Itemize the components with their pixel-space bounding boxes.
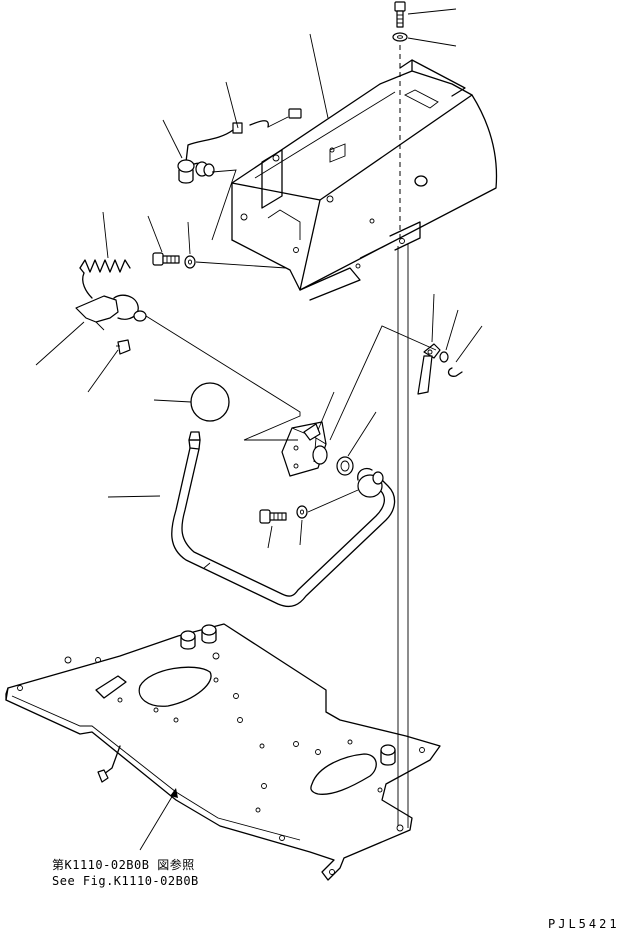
reference-note-japanese: 第K1110-02B0B 図参照 bbox=[52, 858, 195, 872]
leader-handle-rod bbox=[107, 495, 161, 498]
leader-harness bbox=[225, 81, 239, 129]
washer-middle bbox=[184, 255, 196, 269]
leader-washer-lower bbox=[299, 519, 303, 546]
clip-right bbox=[447, 367, 463, 377]
leader-bolt-middle bbox=[147, 215, 163, 253]
top-washer bbox=[392, 32, 408, 42]
washer-lower bbox=[296, 505, 308, 519]
washer-right bbox=[439, 351, 449, 363]
reference-leader bbox=[139, 788, 178, 851]
guide-washer-bracket bbox=[195, 261, 287, 269]
pin bbox=[116, 339, 131, 355]
lever-arm bbox=[75, 294, 301, 441]
leader-bolt-lower bbox=[267, 525, 273, 549]
leader-bulb bbox=[162, 119, 183, 159]
leader-clip-right bbox=[455, 325, 483, 363]
leader-lever-arm bbox=[35, 321, 85, 366]
floor-plate bbox=[5, 623, 441, 881]
leader-collar bbox=[347, 411, 377, 457]
switch-body bbox=[244, 421, 328, 477]
leader-washer-middle bbox=[187, 221, 191, 255]
top-bolt bbox=[394, 1, 406, 28]
bolt-middle bbox=[152, 252, 180, 266]
leader-knob bbox=[153, 399, 192, 403]
knob-ball bbox=[190, 382, 230, 422]
leader-spring bbox=[102, 211, 109, 259]
leader-limit-lever bbox=[431, 293, 435, 343]
leader-top-bolt bbox=[407, 8, 457, 15]
collar bbox=[336, 456, 354, 476]
guide-washer-clamp bbox=[307, 489, 359, 513]
spring bbox=[79, 259, 131, 299]
leader-switch-body bbox=[317, 391, 335, 431]
drawing-code: PJL5421 bbox=[548, 917, 620, 931]
leader-pin bbox=[87, 349, 119, 393]
reference-note-english: See Fig.K1110-02B0B bbox=[52, 874, 199, 888]
harness-connector bbox=[177, 108, 302, 241]
leader-washer-right bbox=[445, 309, 459, 351]
limit-lever bbox=[329, 325, 441, 441]
leader-top-washer bbox=[407, 37, 457, 47]
handle-rod bbox=[171, 431, 396, 608]
leader-main-bracket bbox=[309, 33, 329, 119]
bolt-lower bbox=[259, 509, 287, 524]
main-bracket bbox=[231, 45, 498, 301]
